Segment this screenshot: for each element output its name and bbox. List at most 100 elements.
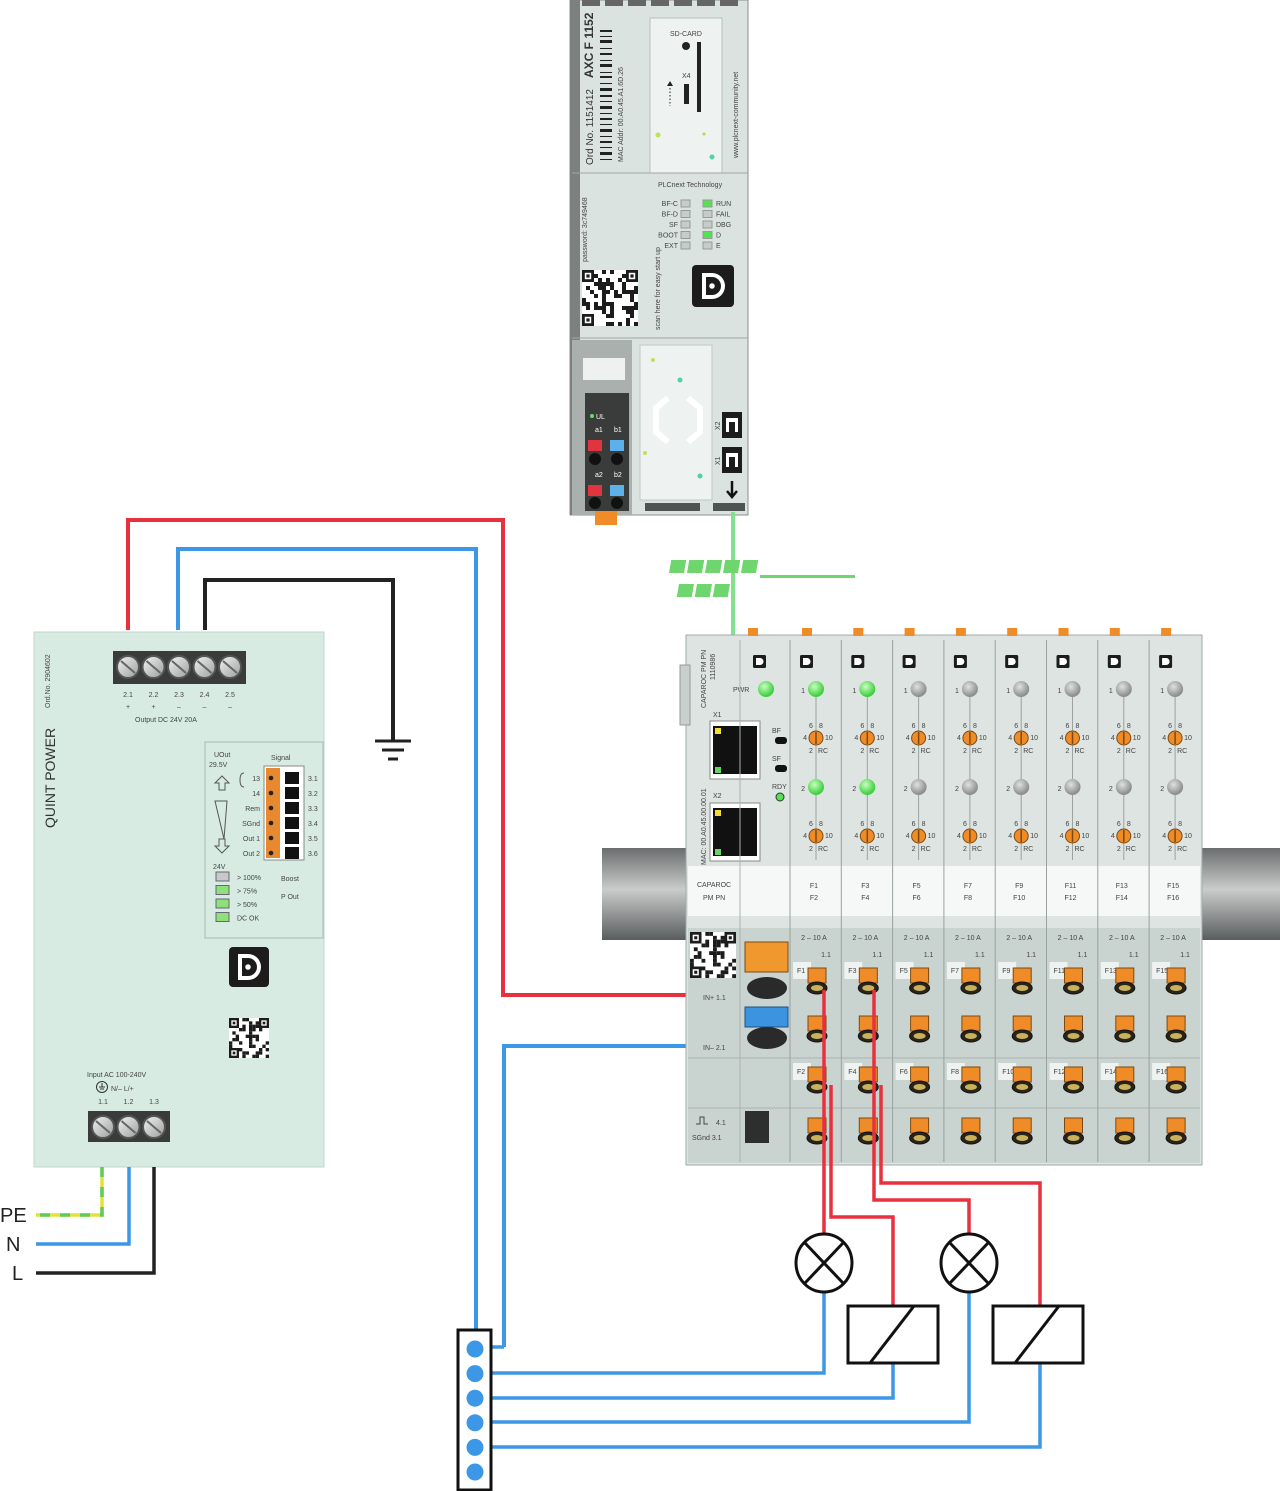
push-in-terminal[interactable]	[807, 967, 827, 984]
svg-text:4: 4	[854, 833, 858, 840]
svg-text:6: 6	[860, 723, 864, 730]
push-in-terminal[interactable]	[961, 1117, 981, 1134]
wire-f4-relay2	[879, 1085, 1042, 1308]
channel-2-led	[1115, 779, 1132, 795]
push-in-terminal[interactable]	[1115, 1066, 1135, 1083]
svg-text:4: 4	[906, 833, 910, 840]
svg-text:6: 6	[809, 723, 813, 730]
push-button-b1[interactable]	[610, 440, 624, 451]
pulse-icon	[696, 1116, 708, 1125]
push-in-terminal[interactable]	[1115, 1015, 1135, 1032]
push-button-a2[interactable]	[588, 485, 602, 496]
profinet-letter: I	[841, 562, 845, 574]
svg-text:6: 6	[963, 723, 967, 730]
fuse-label: F12	[1064, 895, 1076, 902]
status-label: > 75%	[237, 889, 257, 896]
svg-text:2: 2	[1117, 846, 1121, 853]
svg-text:10: 10	[928, 735, 936, 742]
svg-text:4: 4	[854, 735, 858, 742]
x1-label: X1	[713, 712, 722, 719]
signal-row-label: Out 1	[243, 836, 260, 843]
push-in-terminal[interactable]	[858, 967, 878, 984]
push-in-terminal[interactable]	[1166, 1117, 1186, 1134]
svg-text:8: 8	[870, 723, 874, 730]
x2-label: X2	[713, 793, 722, 800]
push-in-terminal[interactable]	[1064, 967, 1083, 984]
ethernet-port-x2[interactable]	[722, 412, 742, 438]
pin-label: 1.1	[924, 952, 934, 959]
svg-text:F16: F16	[1156, 1069, 1168, 1076]
svg-text:10: 10	[1082, 833, 1090, 840]
signal-terminal	[285, 817, 299, 829]
push-button-a1[interactable]	[588, 440, 602, 451]
profinet-letter: P	[769, 562, 777, 574]
wire-ground	[203, 578, 395, 740]
push-in-terminal[interactable]	[961, 967, 981, 984]
push-in-terminal[interactable]	[1166, 1015, 1186, 1032]
wire-relay2-return	[476, 1364, 1042, 1449]
push-in-terminal[interactable]	[961, 1066, 981, 1083]
push-in-terminal[interactable]	[961, 1015, 981, 1032]
input-label: Input AC 100-240V	[87, 1072, 146, 1079]
phoenix-logo-icon	[692, 265, 734, 307]
svg-text:F1: F1	[797, 968, 805, 975]
push-in-terminal[interactable]	[910, 1015, 930, 1032]
psu-qr-code	[229, 1018, 269, 1058]
status-led-label: SF	[772, 756, 781, 763]
push-in-terminal[interactable]	[1115, 1117, 1135, 1134]
push-in-terminal[interactable]	[910, 967, 930, 984]
profinet-letter: E	[804, 586, 812, 598]
push-in-terminal[interactable]	[910, 1117, 930, 1134]
push-button-b2[interactable]	[610, 485, 624, 496]
ethernet-port-x1[interactable]	[722, 447, 742, 473]
neutral-bus-bar	[456, 1328, 493, 1491]
led-indicator	[702, 241, 713, 250]
led-label: FAIL	[716, 212, 731, 219]
caparoc-mac: MAC: 00.A0.45.00.00.01	[701, 788, 708, 865]
push-in-terminal[interactable]	[910, 1066, 930, 1083]
terminal-id: 1.3	[149, 1099, 159, 1106]
svg-text:10: 10	[876, 833, 884, 840]
fuse-label: F10	[1013, 895, 1025, 902]
push-in-terminal[interactable]	[1012, 1066, 1032, 1083]
output-terminal-block	[113, 651, 246, 684]
push-in-terminal[interactable]	[1064, 1015, 1083, 1032]
svg-text:RC: RC	[869, 748, 879, 755]
ethernet-port-x2[interactable]	[709, 802, 761, 862]
push-in-terminal[interactable]	[1166, 1066, 1186, 1083]
push-in-terminal[interactable]	[1012, 967, 1032, 984]
push-in-terminal[interactable]	[1064, 1066, 1083, 1083]
wire-f2-relay1	[829, 1085, 895, 1308]
push-in-terminal[interactable]	[1012, 1117, 1032, 1134]
push-in-terminal[interactable]	[1115, 967, 1135, 984]
fuse-label: F3	[861, 883, 869, 890]
channel-label: 2	[852, 786, 856, 793]
svg-text:4: 4	[1111, 735, 1115, 742]
push-in-terminal[interactable]	[1166, 967, 1186, 984]
svg-text:10: 10	[979, 735, 987, 742]
channel-label: 1	[1160, 688, 1164, 695]
signal-row-label: Rem	[245, 806, 260, 813]
caparoc-module: CAPAROC PM PN 1110986 MAC: 00.A0.45.00.0…	[679, 628, 1203, 1166]
status-led	[215, 898, 230, 909]
push-in-terminal[interactable]	[1012, 1015, 1032, 1032]
mains-label-pe: PE	[0, 1205, 27, 1227]
status-led	[775, 765, 787, 772]
status-led	[215, 871, 230, 882]
ethernet-port-x1[interactable]	[709, 720, 761, 780]
svg-text:2: 2	[963, 748, 967, 755]
svg-text:6: 6	[1168, 821, 1172, 828]
led-label: BOOT	[658, 233, 679, 240]
signal-pin: 3.5	[308, 836, 318, 843]
channel-label: 1	[904, 688, 908, 695]
svg-text:10: 10	[928, 833, 936, 840]
pin-label: 1.1	[1129, 952, 1139, 959]
led-label: BF-D	[662, 212, 678, 219]
svg-text:6: 6	[1066, 821, 1070, 828]
status-label: > 100%	[237, 875, 261, 882]
push-in-terminal[interactable]	[1064, 1117, 1083, 1134]
svg-text:RC: RC	[1126, 846, 1136, 853]
